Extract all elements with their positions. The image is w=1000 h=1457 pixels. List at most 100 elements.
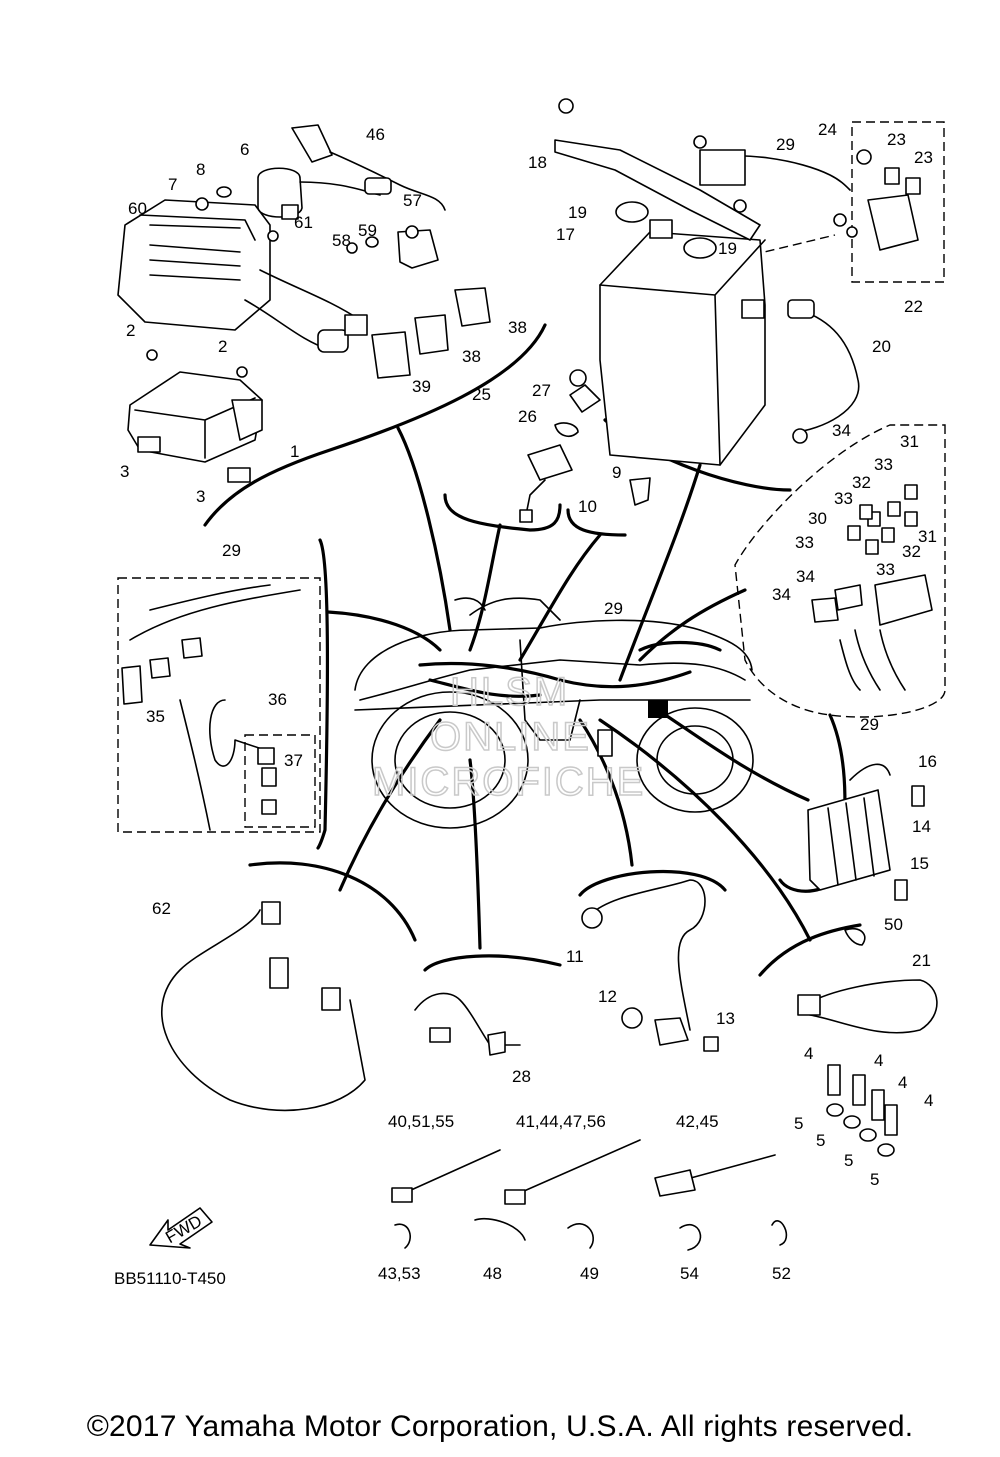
callout: 12	[598, 987, 617, 1006]
connector-cap-2	[181, 637, 203, 659]
callout: 6	[240, 140, 249, 159]
callout: 33	[874, 455, 893, 474]
callout: 7	[168, 175, 177, 194]
callout: 3	[120, 462, 129, 481]
callout: 5	[844, 1151, 853, 1170]
connector-cap	[149, 657, 171, 679]
callout: 23	[914, 148, 933, 167]
callout: 30	[808, 509, 827, 528]
callout: 34	[796, 567, 815, 586]
callout: 37	[284, 751, 303, 770]
battery-band-18	[554, 139, 761, 241]
callout: 40,51,55	[388, 1112, 454, 1131]
fuse-cluster	[811, 484, 933, 691]
callout: 5	[870, 1170, 879, 1189]
relay-38a	[454, 287, 491, 327]
cable-ties	[391, 1139, 788, 1251]
callout: 23	[887, 130, 906, 149]
atv-illustration	[354, 597, 754, 829]
callout: 9	[612, 463, 621, 482]
callout: 1	[290, 442, 299, 461]
plug-cap-46	[291, 124, 446, 211]
relay-57	[397, 225, 439, 269]
watermark-line-3: MICROFICHE	[372, 760, 645, 804]
callout: 20	[872, 337, 891, 356]
main-switch-25	[519, 369, 601, 523]
callout: 54	[680, 1264, 699, 1283]
callout: 59	[358, 221, 377, 240]
callout: 25	[472, 385, 491, 404]
callout: 21	[912, 951, 931, 970]
negative-cable-20	[794, 309, 860, 433]
callout: 41,44,47,56	[516, 1112, 606, 1131]
cdi-unit-1	[127, 371, 263, 483]
damper-19a	[615, 201, 649, 223]
callout: 4	[898, 1073, 907, 1092]
callout: 8	[196, 160, 205, 179]
callout: 31	[900, 432, 919, 451]
relay-39	[371, 331, 411, 379]
harness-21	[804, 979, 938, 1034]
callout: 18	[528, 153, 547, 172]
switch-4c	[871, 1089, 885, 1121]
callout: 33	[876, 560, 895, 579]
callout: 5	[794, 1114, 803, 1133]
callout: 32	[902, 542, 921, 561]
control-box-60	[117, 199, 368, 353]
callout: 34	[772, 585, 791, 604]
callout: 28	[512, 1067, 531, 1086]
speed-sensor-28	[414, 992, 521, 1046]
callout: 32	[852, 473, 871, 492]
callout: 62	[152, 899, 171, 918]
callout: 4	[874, 1051, 883, 1070]
switch-4a	[827, 1064, 841, 1096]
thermo-switch-9	[629, 477, 651, 506]
fwd-arrow	[149, 1207, 213, 1249]
callout: 49	[580, 1264, 599, 1283]
callout: 36	[268, 690, 287, 709]
switch-4d	[884, 1104, 898, 1136]
callout: 58	[332, 231, 351, 250]
rectifier-14	[807, 763, 925, 901]
callout: 29	[776, 135, 795, 154]
callout: 48	[483, 1264, 502, 1283]
callout: 29	[604, 599, 623, 618]
switch-4b	[852, 1074, 866, 1106]
callout: 24	[818, 120, 837, 139]
callout: 14	[912, 817, 931, 836]
callout: 19	[568, 203, 587, 222]
callout: 5	[816, 1131, 825, 1150]
battery-17	[599, 219, 766, 466]
diagram-code: BB51110-T450	[114, 1269, 226, 1288]
sensor-11	[589, 879, 706, 1031]
callout: 29	[860, 715, 879, 734]
callout: 13	[716, 1009, 735, 1028]
callout: 38	[508, 318, 527, 337]
watermark-line-1: HLSM	[450, 670, 569, 714]
callout-labels: 46 6 8 7 60 61 58 59 57 38 38 39 2 2 1 3…	[114, 120, 937, 1288]
part-sketches	[117, 98, 938, 1251]
callout: 50	[884, 915, 903, 934]
callout: 60	[128, 199, 147, 218]
callout: 39	[412, 377, 431, 396]
callout: 42,45	[676, 1112, 719, 1131]
starter-relay-22	[867, 194, 919, 251]
callout: 10	[578, 497, 597, 516]
callout: 61	[294, 213, 313, 232]
callout: 46	[366, 125, 385, 144]
callout: 16	[918, 752, 937, 771]
relay-38b	[414, 314, 449, 355]
callout: 4	[924, 1091, 933, 1110]
ignition-coil-6	[257, 167, 381, 220]
copyright-notice: ©2017 Yamaha Motor Corporation, U.S.A. A…	[86, 1410, 914, 1443]
callout: 38	[462, 347, 481, 366]
callout: 4	[804, 1044, 813, 1063]
cover-35	[121, 665, 143, 705]
harness-62	[161, 909, 366, 1112]
callout: 33	[795, 533, 814, 552]
callout: 22	[904, 297, 923, 316]
callout: 29	[222, 541, 241, 560]
callout: 17	[556, 225, 575, 244]
callout: 3	[196, 487, 205, 506]
callout: 26	[518, 407, 537, 426]
